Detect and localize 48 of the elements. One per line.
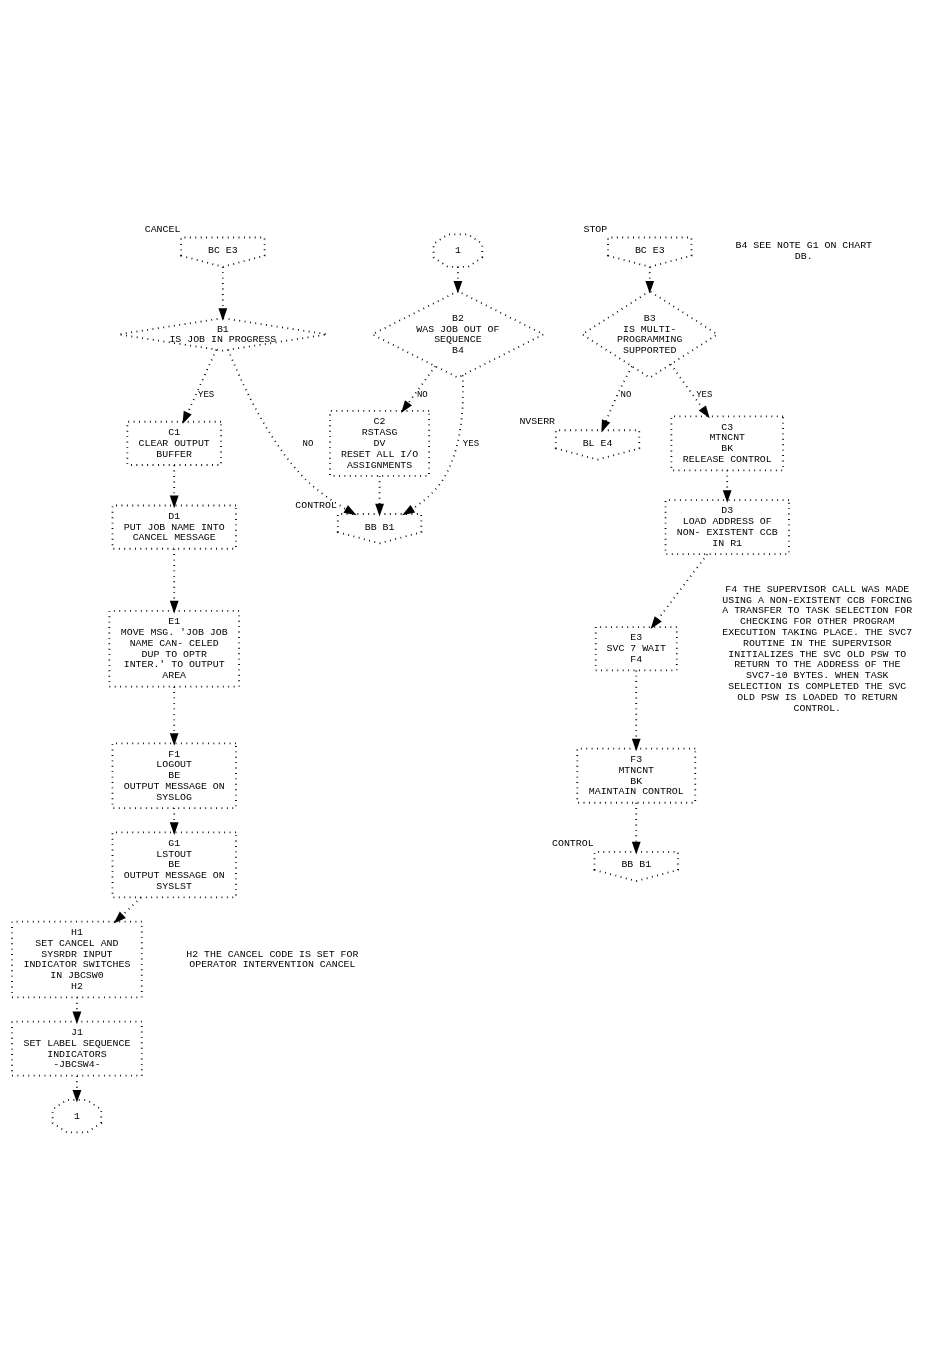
node-diamond: B1 IS JOB IN PROGRESS <box>117 316 329 351</box>
arrow <box>401 364 437 413</box>
edge-label: YES <box>198 389 215 400</box>
node-label: CONTROL <box>552 837 594 849</box>
node-label: NVSERR <box>519 415 556 427</box>
arrow <box>402 373 464 515</box>
node-box: H1 SET CANCEL AND SYSRDR INPUT INDICATOR SWITCHES IN JBCSW0 H2 <box>11 920 143 998</box>
edge-label: YES <box>462 438 480 449</box>
edge-label: YES <box>696 389 713 400</box>
edge-label: NO <box>620 389 632 400</box>
arrow <box>601 365 633 433</box>
arrow <box>182 348 218 424</box>
node-box: C1 CLEAR OUTPUT BUFFER <box>126 420 222 466</box>
node-diamond: B3 IS MULTI- PROGRAMMING SUPPORTED <box>580 289 719 379</box>
arrow <box>645 265 655 294</box>
arrow <box>169 547 179 613</box>
arrow <box>631 801 641 854</box>
arrow <box>375 474 384 516</box>
edge-label: NO <box>416 389 428 400</box>
node-box: G1 LSTOUT BE OUTPUT MESSAGE ON SYSLST <box>111 831 237 898</box>
node-box: F3 MTNCNT BK MAINTAIN CONTROL <box>576 747 697 804</box>
node-diamond: B2 WAS JOB OUT OF SEQUENCE B4 <box>370 289 546 379</box>
node-box: J1 SET LABEL SEQUENCE INDICATORS -JBCSW4- <box>11 1020 143 1077</box>
label: B4 SEE NOTE G1 ON CHART DB. <box>735 239 873 262</box>
node-box: F1 LOGOUT BE OUTPUT MESSAGE ON SYSLOG <box>111 741 237 809</box>
node-box: E3 SVC 7 WAIT F4 <box>594 625 678 671</box>
node-box: C2 RSTASG DV RESET ALL I/O ASSIGNMENTS <box>329 409 430 477</box>
arrow <box>722 469 732 503</box>
label: F4 THE SUPERVISOR CALL WAS MADE USING A NON-EXISTENT CCB FORCING A TRANSFER TO TASK SELECTION FOR CHECKING FOR OTHER PROGRAM EXECUTION TAKING PLACE. THE SVC7 ROUTINE IN THE SUPERVISOR INITIALIZES THE SVC OLD PSW TO RETURN TO THE ADDRESS OF THE SVC7-10 BYTES. WHEN TASK SELECTION IS COMPLETED THE SVC OLD PSW IS LOADED TO RETURN CONTROL. <box>722 583 913 714</box>
node-box: D3 LOAD ADDRESS OF NON- EXISTENT CCB IN R1 <box>664 498 790 555</box>
node-label: CANCEL <box>144 223 181 235</box>
arrow <box>669 362 710 418</box>
node-box: C3 MTNCNT BK RELEASE CONTROL <box>670 414 784 471</box>
arrow <box>113 896 142 923</box>
node-label: CONTROL <box>295 499 337 511</box>
arrow <box>227 348 357 515</box>
arrow <box>72 1074 82 1103</box>
arrow <box>218 265 228 321</box>
edge-label: NO <box>302 438 314 449</box>
arrow <box>169 463 179 508</box>
label: H2 THE CANCEL CODE IS SET FOR OPERATOR INTERVENTION CANCEL <box>186 948 359 970</box>
node-box: D1 PUT JOB NAME INTO CANCEL MESSAGE <box>111 504 237 550</box>
node-box: E1 MOVE MSG. 'JOB JOB NAME CAN- CELED DUP TO OPTR INTER.' TO OUTPUT AREA <box>108 609 240 687</box>
node-label: STOP <box>583 223 608 235</box>
arrow <box>453 265 463 294</box>
arrow <box>72 996 82 1024</box>
arrow <box>650 552 709 629</box>
arrow <box>169 685 179 746</box>
